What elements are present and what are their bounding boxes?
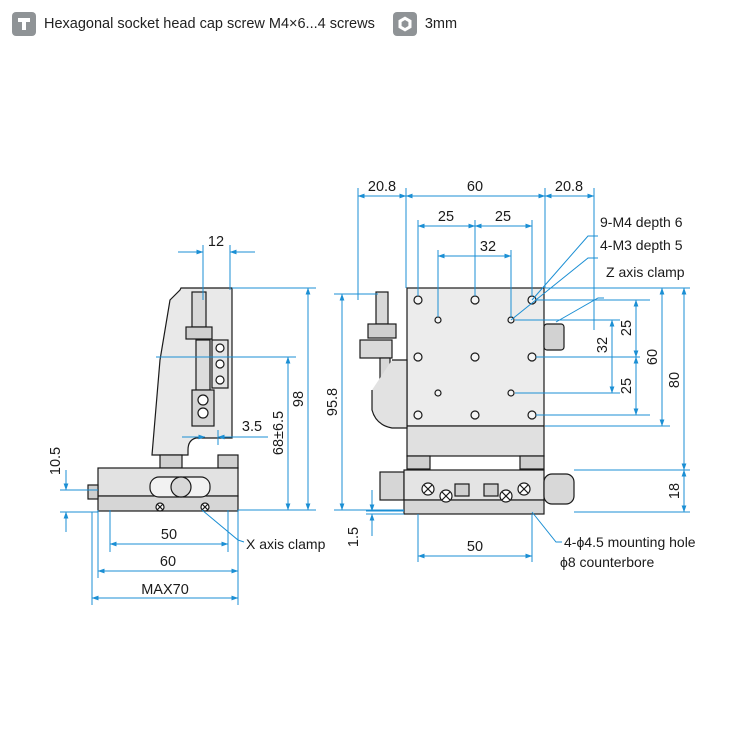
counterbore-label: ϕ8 counterbore [560,554,654,570]
dimension-lines [60,188,690,605]
x-micrometer [543,473,575,505]
legend-row: Hexagonal socket head cap screw M4×6...4… [12,11,457,37]
x-clamp-knob [170,476,192,498]
m3-tapped-holes [434,316,515,397]
z-column [406,425,545,457]
dim-3-5: 3.5 [242,419,262,435]
z-screw-head [197,394,209,406]
dim-25-b: 25 [495,209,511,225]
z-axis-clamp-label: Z axis clamp [606,264,685,280]
dim-20-8-right: 20.8 [555,179,583,195]
side-view [87,287,239,512]
z-micrometer-knob [375,291,389,325]
z-lead-screw-housing [195,339,211,391]
mounting-hole-label: 4-ϕ4.5 mounting hole [564,534,696,550]
z-knob-collar [185,326,213,340]
dim-60-v: 60 [645,349,661,365]
hex-key-icon [392,12,417,36]
dim-25-v1: 25 [619,320,635,336]
wrench-size-text: 3mm [424,16,458,32]
cap-screw-icon [12,12,36,36]
dim-95-8: 95.8 [325,388,341,416]
dim-32-h: 32 [480,239,496,255]
dim-60-top: 60 [467,179,483,195]
dim-18: 18 [667,483,683,499]
z-adjust-knob [191,291,207,328]
dim-max70: MAX70 [141,582,189,598]
dim-50-left: 50 [161,527,177,543]
front-view [359,287,575,515]
x-stage-bottom [97,495,239,512]
z-clamp-lever [543,323,565,351]
dim-1-5: 1.5 [346,527,362,547]
dim-25-v2: 25 [619,378,635,394]
dim-10-5: 10.5 [48,447,64,475]
dim-32-v: 32 [595,337,611,353]
dim-80: 80 [667,372,683,388]
dimension-labels: 12 98 68±6.5 3.5 10.5 50 60 MAX70 X axis… [48,179,696,598]
m3-holes-label: 4-M3 depth 5 [600,237,683,253]
dim-12: 12 [208,234,224,250]
dim-50-bottom: 50 [467,539,483,555]
dim-25-a: 25 [438,209,454,225]
x-axis-clamp-label: X axis clamp [246,536,326,552]
screw-legend-text: Hexagonal socket head cap screw M4×6...4… [44,16,375,32]
dim-60-left: 60 [160,554,176,570]
dim-98: 98 [291,391,307,407]
dim-20-8-left: 20.8 [368,179,396,195]
dim-68: 68±6.5 [271,411,287,455]
m4-holes-label: 9-M4 depth 6 [600,214,683,230]
